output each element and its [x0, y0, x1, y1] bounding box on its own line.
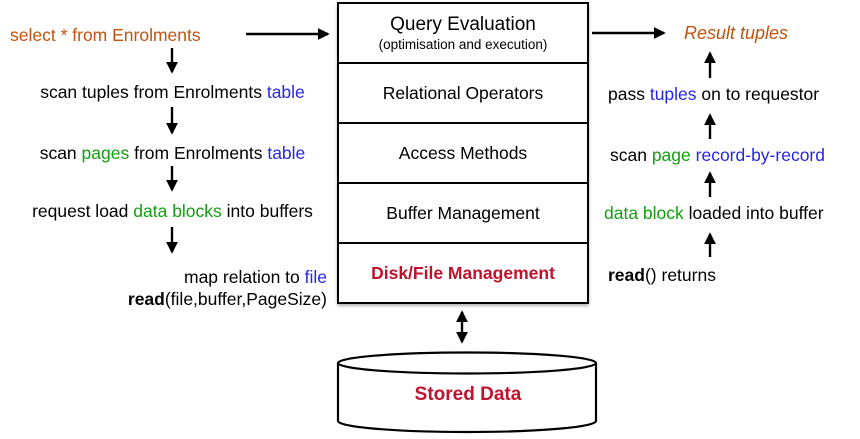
layer-access-methods: Access Methods — [339, 122, 587, 182]
read-returns-label: read() returns — [608, 265, 716, 285]
layer-title: Relational Operators — [382, 82, 544, 103]
layer-subtitle: (optimisation and execution) — [378, 37, 548, 52]
layer-title: Access Methods — [398, 142, 528, 163]
layer-title: Buffer Management — [386, 202, 540, 223]
scan-pages-label: scan pages from Enrolments table — [39, 143, 306, 163]
request-load-label: request load data blocks into buffers — [32, 201, 313, 221]
layer-title: Query Evaluation — [390, 14, 536, 35]
sql-query-label: select * from Enrolments — [10, 25, 201, 45]
result-tuples-label: Result tuples — [684, 23, 789, 43]
layer-relational-operators: Relational Operators — [339, 62, 587, 122]
layer-title: Disk/File Management — [371, 262, 555, 283]
layer-query-evaluation: Query Evaluation (optimisation and execu… — [339, 4, 587, 62]
pass-tuples-label: pass tuples on to requestor — [608, 84, 820, 104]
database-cylinder-icon — [336, 351, 598, 434]
read-call-label: read(file,buffer,PageSize) — [127, 289, 327, 309]
layer-buffer-management: Buffer Management — [339, 182, 587, 242]
map-relation-label: map relation to file — [184, 267, 327, 287]
stored-data-label: Stored Data — [414, 384, 522, 405]
scan-page-label: scan page record-by-record — [610, 145, 825, 165]
layer-disk-file-management: Disk/File Management — [339, 242, 587, 302]
scan-tuples-label: scan tuples from Enrolments table — [40, 82, 305, 102]
data-block-label: data block loaded into buffer — [604, 203, 824, 223]
dbms-layer-stack: Query Evaluation (optimisation and execu… — [337, 2, 589, 304]
